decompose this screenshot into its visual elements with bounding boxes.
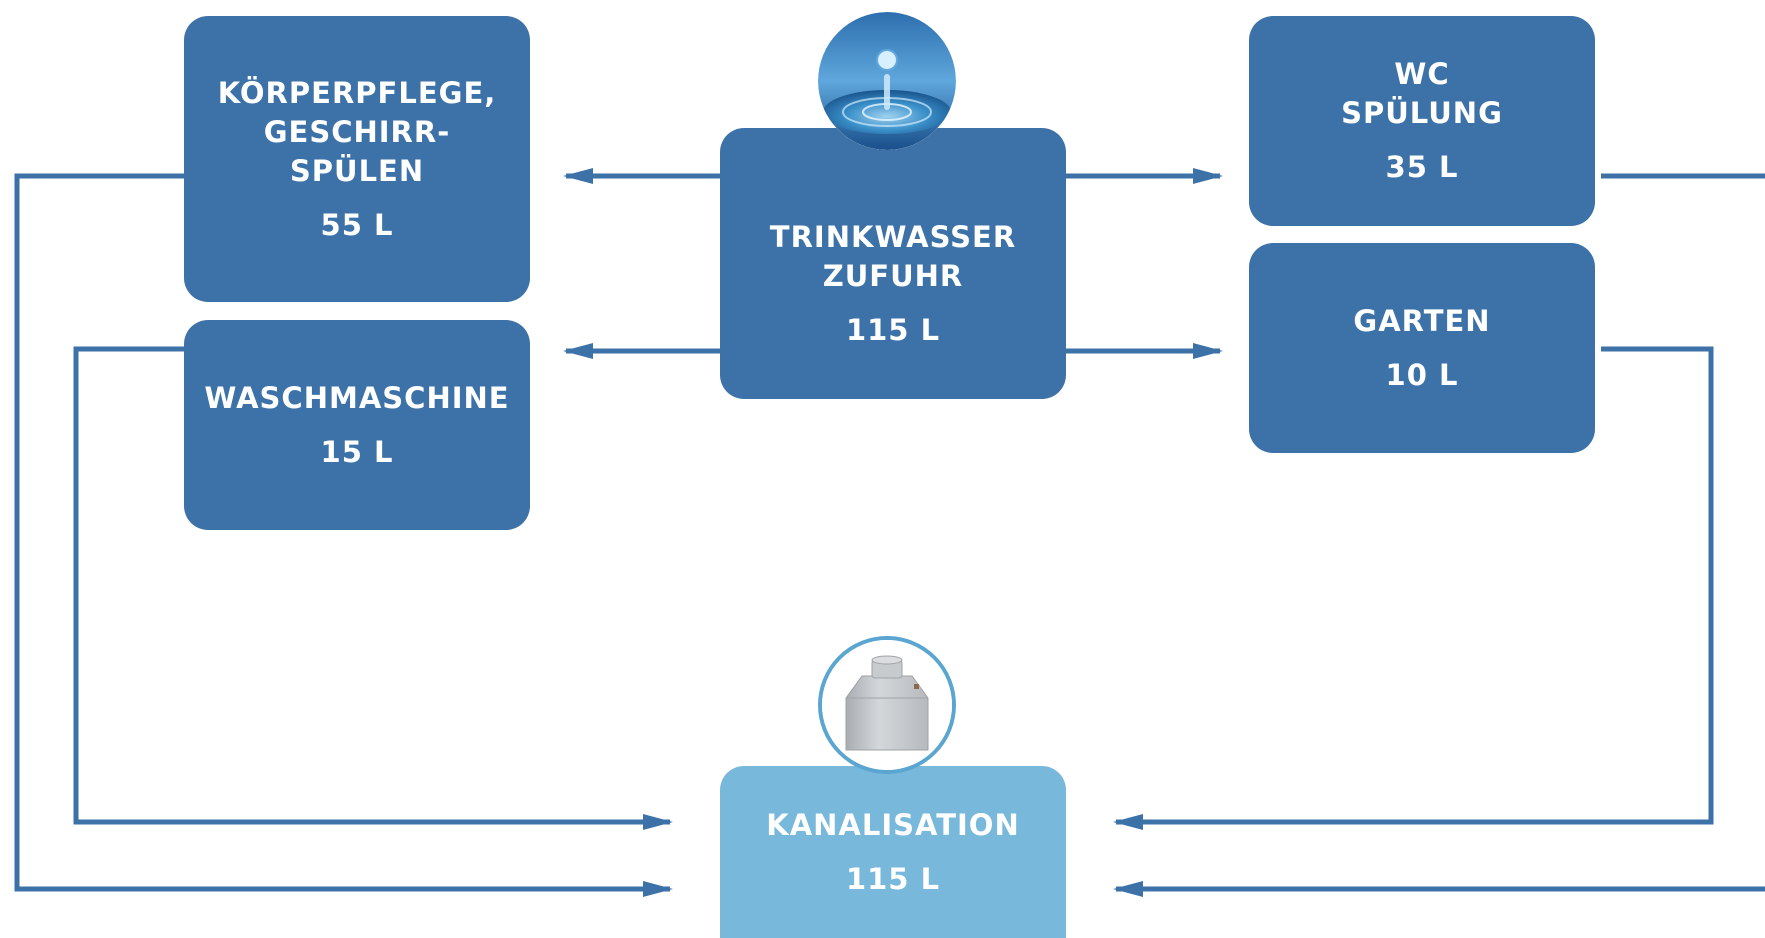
node-trinkwasser-label: TRINKWASSER ZUFUHR <box>769 219 1017 293</box>
return-koerperpflege <box>14 173 673 897</box>
node-waschmaschine-label: WASCHMASCHINE <box>204 380 510 415</box>
node-waschmaschine: WASCHMASCHINE 15 L <box>184 320 530 530</box>
node-koerperpflege-amount: 55 L <box>320 207 394 242</box>
node-garten-amount: 10 L <box>1385 357 1459 392</box>
return-garten <box>1113 346 1714 830</box>
return-waschmaschine <box>73 346 673 830</box>
node-koerperpflege: KÖRPERPFLEGE, GESCHIRR- SPÜLEN 55 L <box>184 16 530 302</box>
node-kanalisation-amount: 115 L <box>845 861 941 896</box>
node-garten-label: GARTEN <box>1353 303 1491 338</box>
node-koerperpflege-label: KÖRPERPFLEGE, GESCHIRR- SPÜLEN <box>217 75 497 188</box>
water-drop-icon <box>818 12 956 150</box>
node-wc-amount: 35 L <box>1385 150 1459 184</box>
node-garten: GARTEN 10 L <box>1249 243 1595 453</box>
node-wc-label: WC SPÜLUNG <box>1341 57 1503 130</box>
node-kanalisation-label: KANALISATION <box>766 807 1020 842</box>
node-wc: WC SPÜLUNG 35 L <box>1249 16 1595 226</box>
node-trinkwasser-amount: 115 L <box>845 312 941 347</box>
node-trinkwasser: TRINKWASSER ZUFUHR 115 L <box>720 128 1066 399</box>
node-kanalisation: KANALISATION 115 L <box>720 766 1066 938</box>
node-waschmaschine-amount: 15 L <box>320 434 394 469</box>
concrete-tank-icon <box>818 636 956 774</box>
